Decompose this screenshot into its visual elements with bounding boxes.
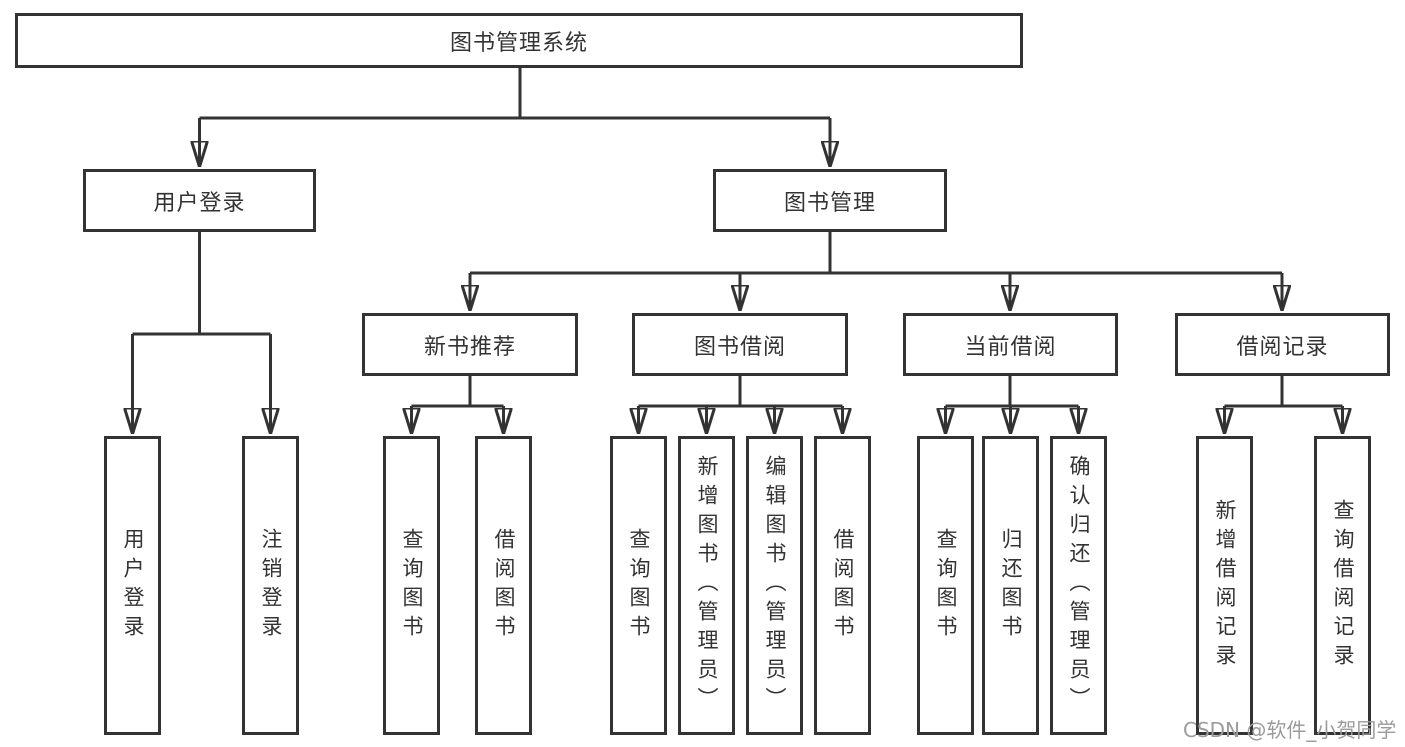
leaf-return-book-label: 归还图书 <box>999 527 1023 644</box>
leaf-query-books-current-label: 查询图书 <box>934 527 958 644</box>
leaf-add-borrow-record-label: 新增借阅记录 <box>1213 498 1237 673</box>
node-book-management-label: 图书管理 <box>783 190 876 216</box>
node-borrow-records-label: 借阅记录 <box>1236 334 1329 360</box>
node-book-borrow: 图书借阅 <box>632 313 848 376</box>
leaf-query-borrow-record: 查询借阅记录 <box>1314 436 1371 735</box>
node-library-system: 图书管理系统 <box>15 13 1023 68</box>
leaf-borrow-books-recommend: 借阅图书 <box>475 436 532 735</box>
leaf-borrow-books-label: 借阅图书 <box>831 527 855 644</box>
leaf-query-books-recommend: 查询图书 <box>383 436 440 735</box>
node-current-borrow-label: 当前借阅 <box>964 334 1057 360</box>
node-borrow-records: 借阅记录 <box>1175 313 1390 376</box>
leaf-logout-login: 注销登录 <box>242 436 299 735</box>
node-book-borrow-label: 图书借阅 <box>693 334 786 360</box>
leaf-query-borrow-record-label: 查询借阅记录 <box>1331 498 1355 673</box>
leaf-confirm-return-admin-label: 确认归还（管理员） <box>1067 455 1091 716</box>
leaf-add-book-admin-label: 新增图书（管理员） <box>695 455 719 716</box>
leaf-logout-login-label: 注销登录 <box>259 527 283 644</box>
watermark-csdn: CSDN @软件_小贺同学 <box>1183 718 1397 742</box>
node-book-management: 图书管理 <box>713 169 947 232</box>
leaf-query-books-borrow: 查询图书 <box>610 436 667 735</box>
leaf-add-book-admin: 新增图书（管理员） <box>678 436 735 735</box>
leaf-query-books-borrow-label: 查询图书 <box>627 527 651 644</box>
leaf-user-login-label: 用户登录 <box>121 527 145 644</box>
leaf-edit-book-admin-label: 编辑图书（管理员） <box>763 455 787 716</box>
leaf-user-login: 用户登录 <box>104 436 161 735</box>
leaf-edit-book-admin: 编辑图书（管理员） <box>746 436 803 735</box>
node-new-book-recommend-label: 新书推荐 <box>423 334 516 360</box>
leaf-borrow-books-recommend-label: 借阅图书 <box>492 527 516 644</box>
leaf-confirm-return-admin: 确认归还（管理员） <box>1050 436 1107 735</box>
node-user-login-label: 用户登录 <box>153 190 246 216</box>
leaf-query-books-current: 查询图书 <box>917 436 974 735</box>
node-new-book-recommend: 新书推荐 <box>362 313 578 376</box>
leaf-query-books-recommend-label: 查询图书 <box>400 527 424 644</box>
leaf-add-borrow-record: 新增借阅记录 <box>1196 436 1253 735</box>
node-user-login: 用户登录 <box>83 169 316 232</box>
leaf-return-book: 归还图书 <box>982 436 1039 735</box>
node-current-borrow: 当前借阅 <box>903 313 1118 376</box>
node-library-system-label: 图书管理系统 <box>449 30 588 56</box>
leaf-borrow-books: 借阅图书 <box>814 436 871 735</box>
